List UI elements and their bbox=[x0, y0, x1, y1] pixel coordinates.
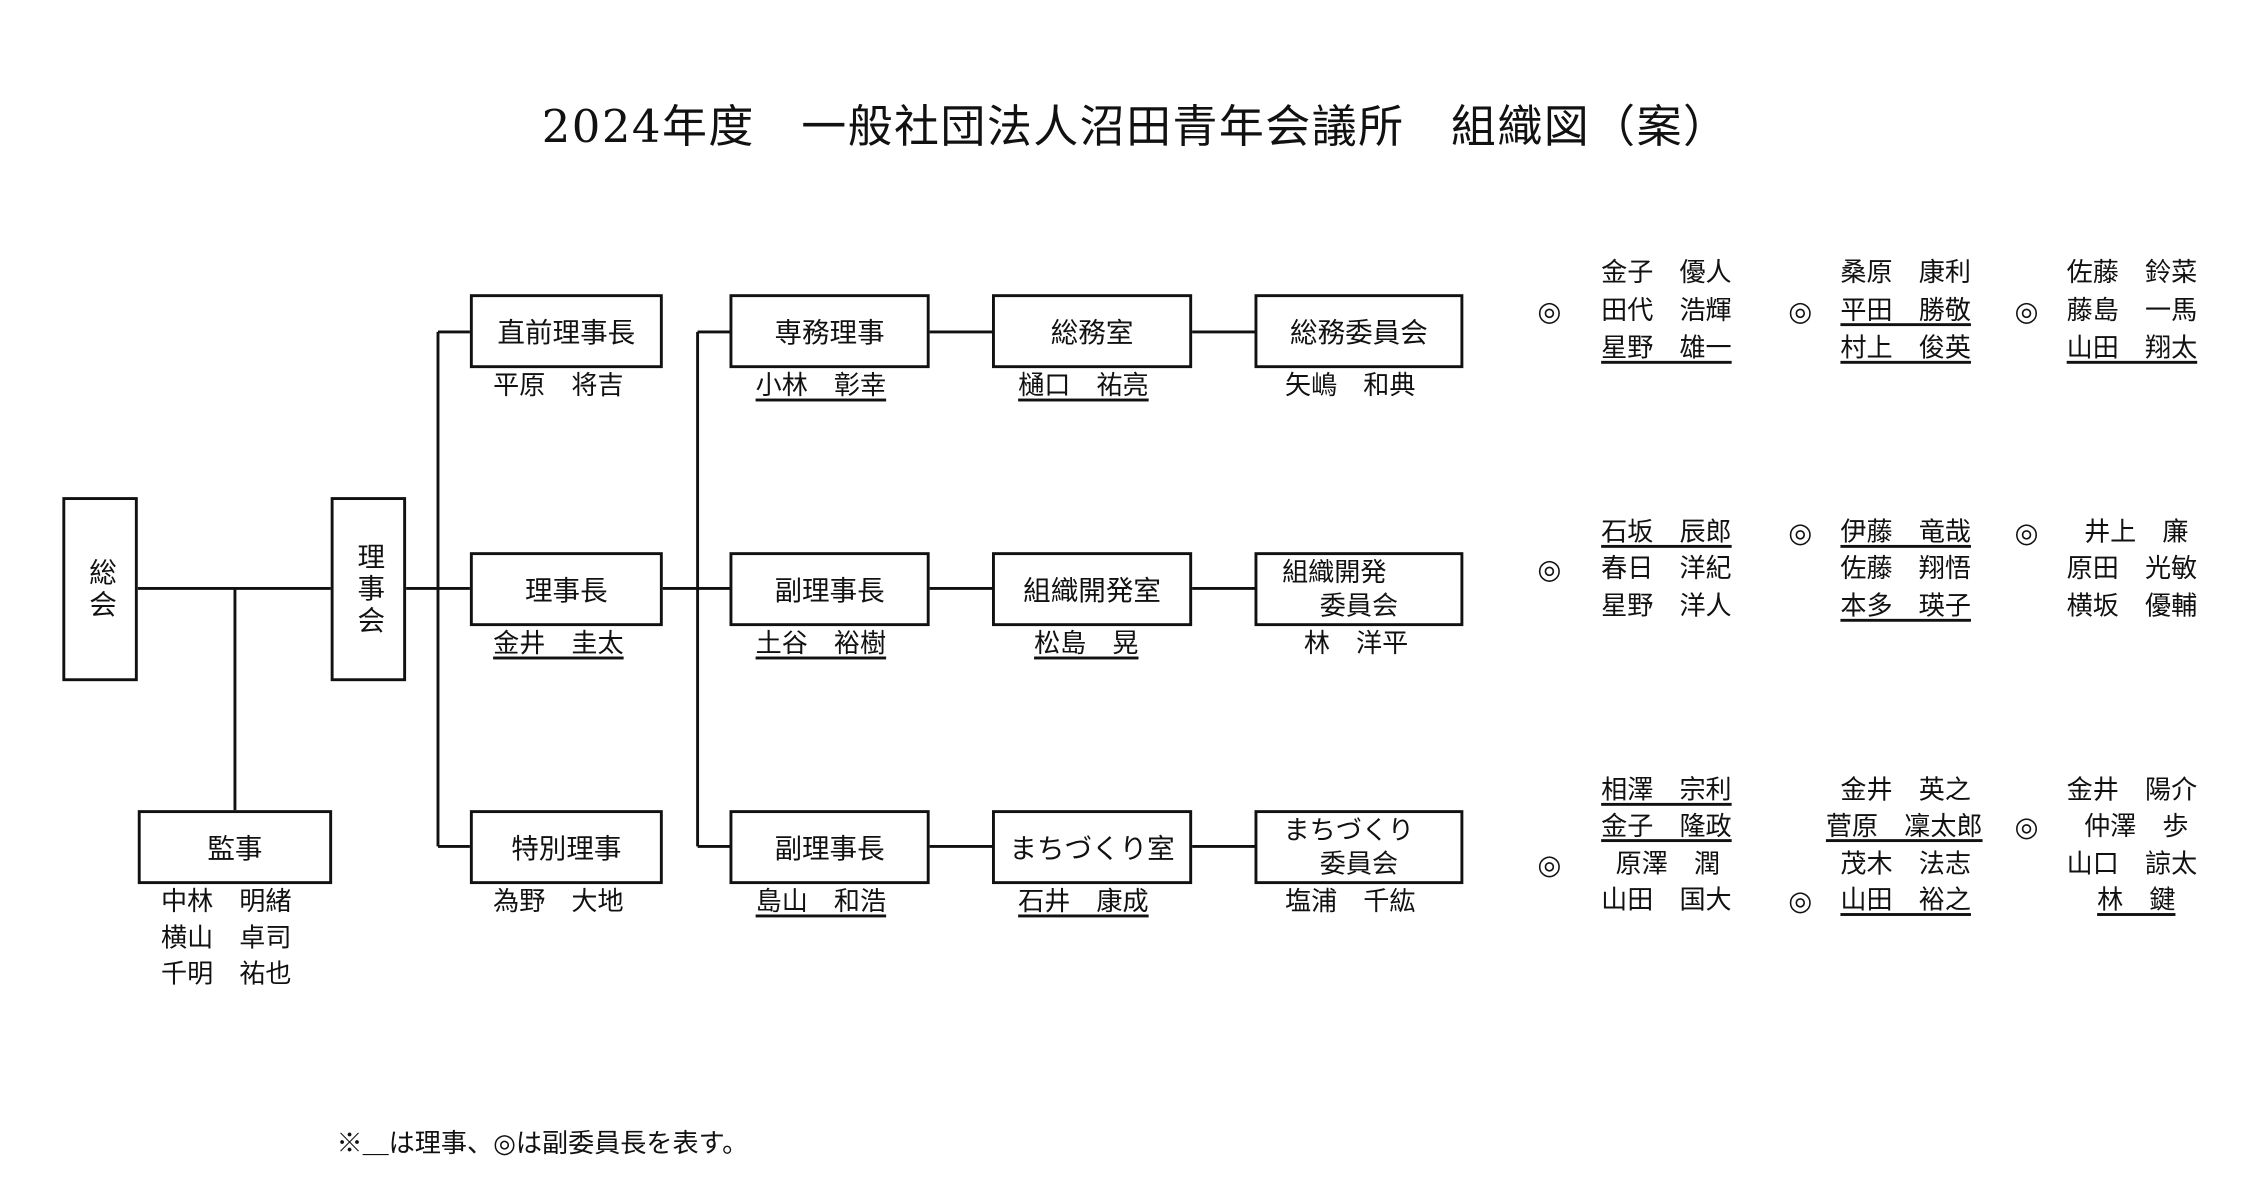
tokubetsu-label: 特別理事 bbox=[511, 833, 622, 866]
fuku1-label: 副理事長 bbox=[774, 575, 885, 608]
machishitsu-name: 石井 康成 bbox=[1018, 886, 1149, 918]
soumushitsu-name: 樋口 祐亮 bbox=[1018, 371, 1149, 402]
member: 横坂 優輔 bbox=[2066, 591, 2198, 622]
member: 星野 洋人 bbox=[1601, 591, 1732, 622]
member: 星野 雄一 bbox=[1601, 333, 1732, 364]
rijichou-box: 理事長 bbox=[469, 552, 663, 627]
member: 本多 瑛子 bbox=[1840, 591, 1971, 622]
soshikishitsu-label: 組織開発室 bbox=[1023, 575, 1161, 608]
rijichou-name: 金井 圭太 bbox=[493, 628, 624, 660]
member: 相澤 宗利 bbox=[1601, 775, 1732, 806]
soukai-box: 総会 bbox=[62, 497, 138, 682]
fuku2-label: 副理事長 bbox=[774, 833, 885, 866]
member: 村上 俊英 bbox=[1840, 333, 1971, 364]
member: 山田 裕之 bbox=[1840, 885, 1971, 916]
member: 佐藤 翔悟 bbox=[1840, 553, 1971, 585]
machishitsu-label: まちづくり室 bbox=[1009, 833, 1175, 866]
chokuzen-label: 直前理事長 bbox=[497, 317, 636, 350]
vice-mark: ◎ bbox=[1788, 885, 1813, 918]
member: 平田 勝敬 bbox=[1840, 295, 1971, 327]
member: 山田 翔太 bbox=[2066, 333, 2198, 364]
vice-mark: ◎ bbox=[1537, 553, 1562, 586]
vice-mark: ◎ bbox=[2014, 295, 2039, 328]
rijikai-box: 理事会 bbox=[330, 497, 407, 682]
vice-mark: ◎ bbox=[2014, 517, 2039, 550]
fuku1-box: 副理事長 bbox=[729, 552, 930, 627]
member: 山口 諒太 bbox=[2066, 849, 2198, 880]
soumuiin-name: 矢嶋 和典 bbox=[1284, 371, 1416, 402]
vice-mark: ◎ bbox=[2014, 811, 2039, 844]
machiiin-name: 塩浦 千紘 bbox=[1284, 886, 1416, 918]
member: 桑原 康利 bbox=[1840, 257, 1971, 289]
machiiin-label-1: まちづくり bbox=[1283, 815, 1415, 846]
soukai-label: 総会 bbox=[84, 557, 117, 622]
vice-mark: ◎ bbox=[1788, 517, 1813, 550]
member: 菅原 凜太郎 bbox=[1825, 811, 1983, 843]
member: 井上 廉 bbox=[2084, 517, 2189, 548]
chokuzen-name: 平原 将吉 bbox=[493, 371, 624, 402]
kanji-label: 監事 bbox=[207, 833, 263, 866]
kanji-member-3: 千明 祐也 bbox=[160, 959, 292, 990]
member: 原澤 潤 bbox=[1615, 849, 1721, 880]
soumushitsu-label: 総務室 bbox=[1050, 317, 1134, 350]
member: 春日 洋紀 bbox=[1601, 553, 1732, 585]
member: 藤島 一馬 bbox=[2066, 295, 2198, 327]
tokubetsu-box: 特別理事 bbox=[469, 810, 663, 885]
fuku2-name: 島山 和浩 bbox=[755, 886, 887, 918]
vice-mark: ◎ bbox=[1788, 295, 1813, 328]
soshikiiin-box: 組織開発 委員会 bbox=[1254, 552, 1464, 627]
member: 茂木 法志 bbox=[1840, 849, 1971, 880]
rijikai-label: 理事会 bbox=[353, 541, 386, 637]
member: 田代 浩輝 bbox=[1601, 295, 1732, 327]
member: 伊藤 竜哉 bbox=[1840, 517, 1971, 548]
member: 林 鍵 bbox=[2097, 885, 2176, 916]
member: 佐藤 鈴菜 bbox=[2066, 257, 2198, 289]
footnote: ※＿は理事、◎は副委員長を表す。 bbox=[336, 1129, 749, 1160]
soshikishitsu-name: 松島 晃 bbox=[1034, 628, 1139, 660]
vice-mark: ◎ bbox=[1537, 295, 1562, 328]
rijichou-label: 理事長 bbox=[524, 575, 608, 608]
senmu-label: 専務理事 bbox=[774, 317, 885, 350]
vice-mark: ◎ bbox=[1537, 849, 1562, 882]
member: 仲澤 歩 bbox=[2084, 811, 2189, 843]
soshikiiin-label-1: 組織開発 bbox=[1282, 557, 1387, 588]
machiiin-label-2: 委員会 bbox=[1319, 848, 1399, 880]
senmu-name: 小林 彰幸 bbox=[755, 371, 887, 402]
senmu-box: 専務理事 bbox=[729, 294, 930, 369]
member: 石坂 辰郎 bbox=[1601, 517, 1732, 548]
soshikiiin-name: 林 洋平 bbox=[1303, 628, 1409, 660]
fuku2-box: 副理事長 bbox=[729, 810, 930, 885]
member: 山田 国大 bbox=[1601, 885, 1732, 916]
soumuiin-box: 総務委員会 bbox=[1254, 294, 1464, 369]
kanji-box: 監事 bbox=[137, 810, 333, 885]
kanji-member-1: 中林 明緒 bbox=[160, 886, 292, 918]
soumushitsu-box: 総務室 bbox=[992, 294, 1193, 369]
chokuzen-box: 直前理事長 bbox=[469, 294, 663, 369]
soshikiiin-label-2: 委員会 bbox=[1319, 590, 1399, 622]
member: 原田 光敏 bbox=[2066, 553, 2198, 585]
member: 金子 隆政 bbox=[1601, 811, 1732, 843]
machiiin-box: まちづくり 委員会 bbox=[1254, 810, 1464, 885]
soshikishitsu-box: 組織開発室 bbox=[992, 552, 1193, 627]
soumuiin-label: 総務委員会 bbox=[1290, 317, 1428, 350]
kanji-member-2: 横山 卓司 bbox=[160, 923, 292, 954]
fuku1-name: 土谷 裕樹 bbox=[755, 628, 887, 660]
machishitsu-box: まちづくり室 bbox=[992, 810, 1193, 885]
page-title: 2024年度 一般社団法人沼田青年会議所 組織図（案） bbox=[541, 101, 1730, 154]
member: 金井 陽介 bbox=[2066, 775, 2198, 806]
member: 金子 優人 bbox=[1601, 257, 1732, 289]
tokubetsu-name: 為野 大地 bbox=[493, 886, 624, 918]
member: 金井 英之 bbox=[1840, 775, 1971, 806]
